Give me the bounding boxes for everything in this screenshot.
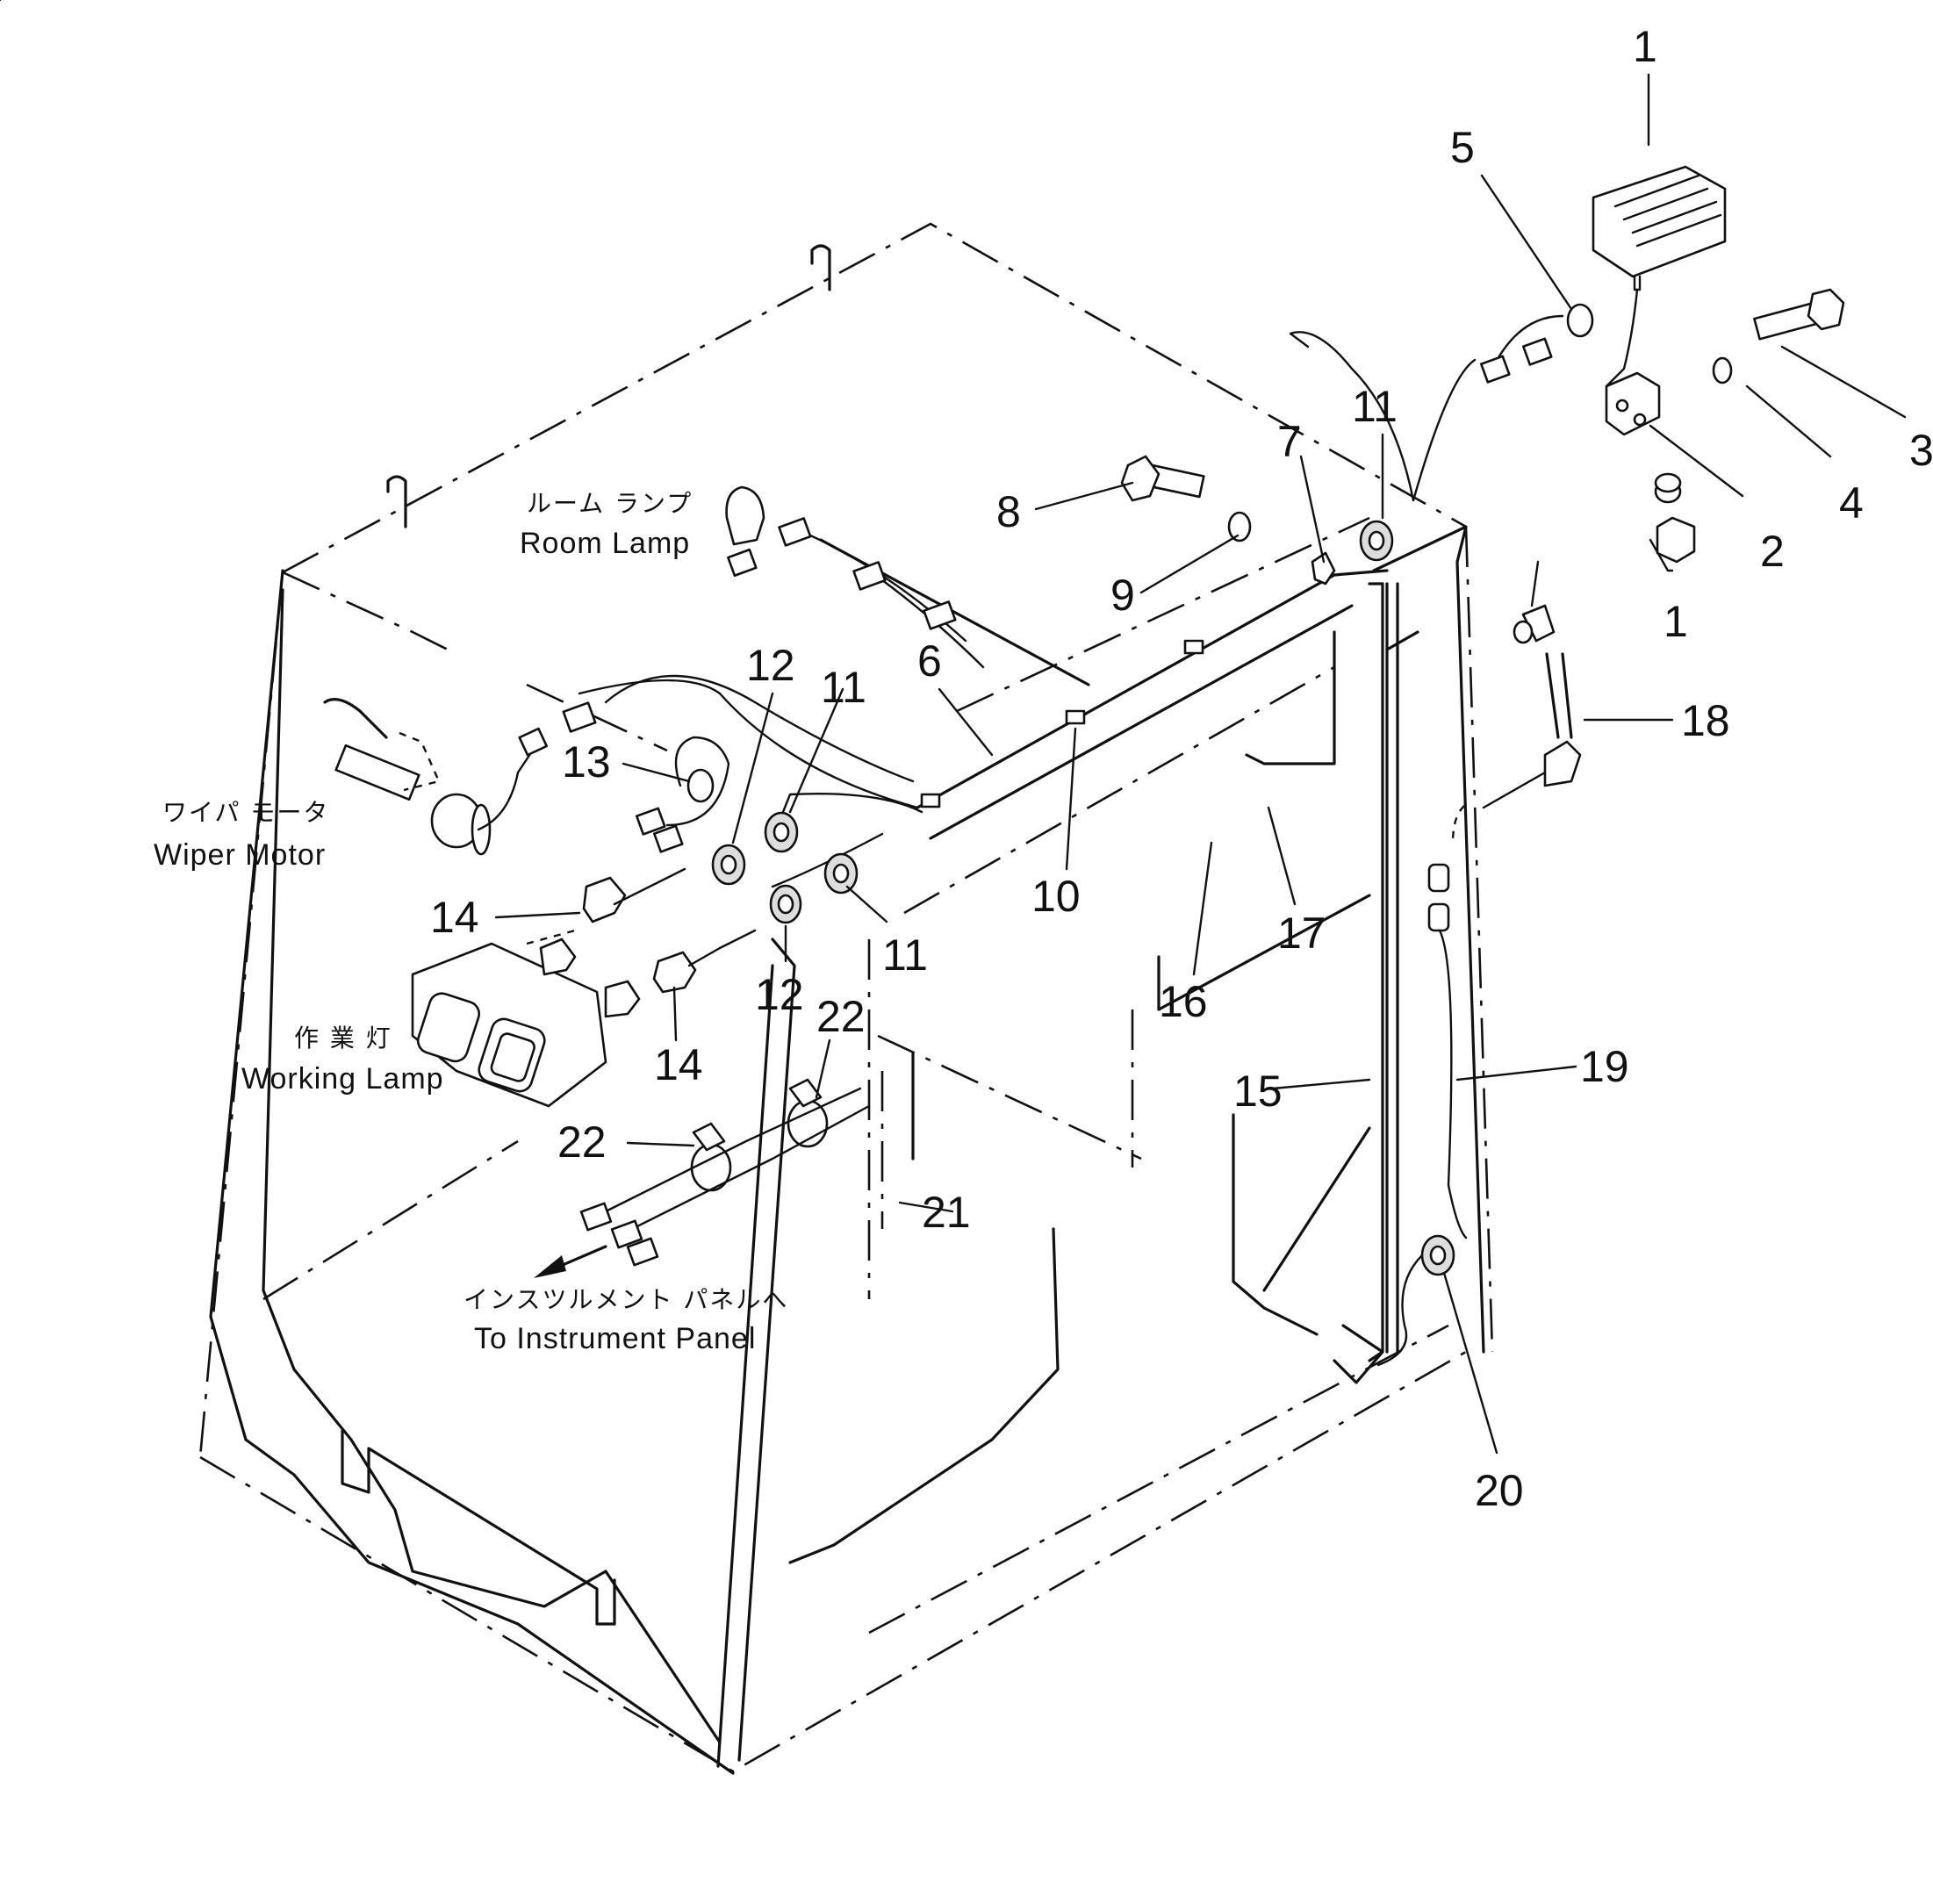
callout-5: 5 bbox=[1450, 123, 1475, 172]
callout-1-top: 1 bbox=[1633, 22, 1657, 71]
callout-12-lower: 12 bbox=[755, 970, 804, 1019]
working-lamp-en-label: Working Lamp bbox=[241, 1062, 444, 1096]
instrument-panel-jp-label: インスツルメント パネルへ bbox=[463, 1285, 788, 1314]
working-lamp bbox=[411, 942, 607, 1108]
callout-17: 17 bbox=[1277, 909, 1326, 958]
callout-22-lower: 22 bbox=[557, 1117, 607, 1167]
room-lamp-jp-label: ルーム ランプ bbox=[527, 489, 693, 518]
connectors bbox=[526, 674, 915, 1018]
callout-8: 8 bbox=[996, 487, 1021, 536]
leader-lines bbox=[494, 73, 1907, 1455]
callout-18: 18 bbox=[1681, 696, 1730, 745]
callout-11-lower: 11 bbox=[882, 930, 928, 980]
callout-15: 15 bbox=[1233, 1067, 1283, 1116]
wiper-motor-jp-label: ワイパ モータ bbox=[162, 798, 329, 827]
callout-2: 2 bbox=[1760, 527, 1785, 576]
callout-19: 19 bbox=[1580, 1042, 1629, 1091]
callout-12-upper: 12 bbox=[746, 641, 795, 690]
callout-13: 13 bbox=[562, 737, 611, 787]
cab-frame-solid bbox=[209, 244, 1485, 1775]
callout-3: 3 bbox=[1909, 426, 1933, 475]
callout-7: 7 bbox=[1277, 417, 1302, 466]
cab-frame bbox=[198, 222, 1494, 1773]
callout-21: 21 bbox=[922, 1188, 971, 1237]
clips bbox=[534, 1078, 871, 1278]
callout-20: 20 bbox=[1475, 1466, 1524, 1515]
callout-10: 10 bbox=[1031, 872, 1081, 921]
wiper-motor-en-label: Wiper Motor bbox=[154, 838, 326, 872]
callout-22-upper: 22 bbox=[816, 992, 866, 1041]
callout-9: 9 bbox=[1110, 571, 1135, 620]
callout-6: 6 bbox=[917, 636, 942, 686]
callout-1-nut: 1 bbox=[1664, 597, 1688, 646]
callout-14-upper: 14 bbox=[430, 893, 479, 942]
door-channel bbox=[1262, 582, 1399, 1384]
callout-14-lower: 14 bbox=[654, 1040, 703, 1089]
callout-11-upper: 11 bbox=[821, 663, 866, 712]
callout-4: 4 bbox=[1839, 478, 1864, 528]
instrument-panel-en-label: To Instrument Panel bbox=[474, 1322, 756, 1355]
main-harness bbox=[578, 314, 1564, 888]
headlamp-assembly bbox=[1120, 165, 1845, 586]
callout-16: 16 bbox=[1159, 977, 1208, 1026]
room-lamp bbox=[725, 485, 957, 630]
room-lamp-en-label: Room Lamp bbox=[520, 527, 690, 560]
working-lamp-jp-label: 作 業 灯 bbox=[294, 1024, 392, 1053]
door-harness bbox=[0, 0, 1582, 1367]
wiper-motor bbox=[323, 698, 549, 856]
callout-numbers: 1 5 3 4 2 1 11 7 8 9 18 6 12 11 13 10 17… bbox=[430, 22, 1933, 1515]
callout-11-roof: 11 bbox=[1352, 382, 1398, 431]
grommets bbox=[711, 520, 1455, 1276]
component-labels: ルーム ランプ Room Lamp ワイパ モータ Wiper Motor 作 … bbox=[154, 489, 788, 1355]
